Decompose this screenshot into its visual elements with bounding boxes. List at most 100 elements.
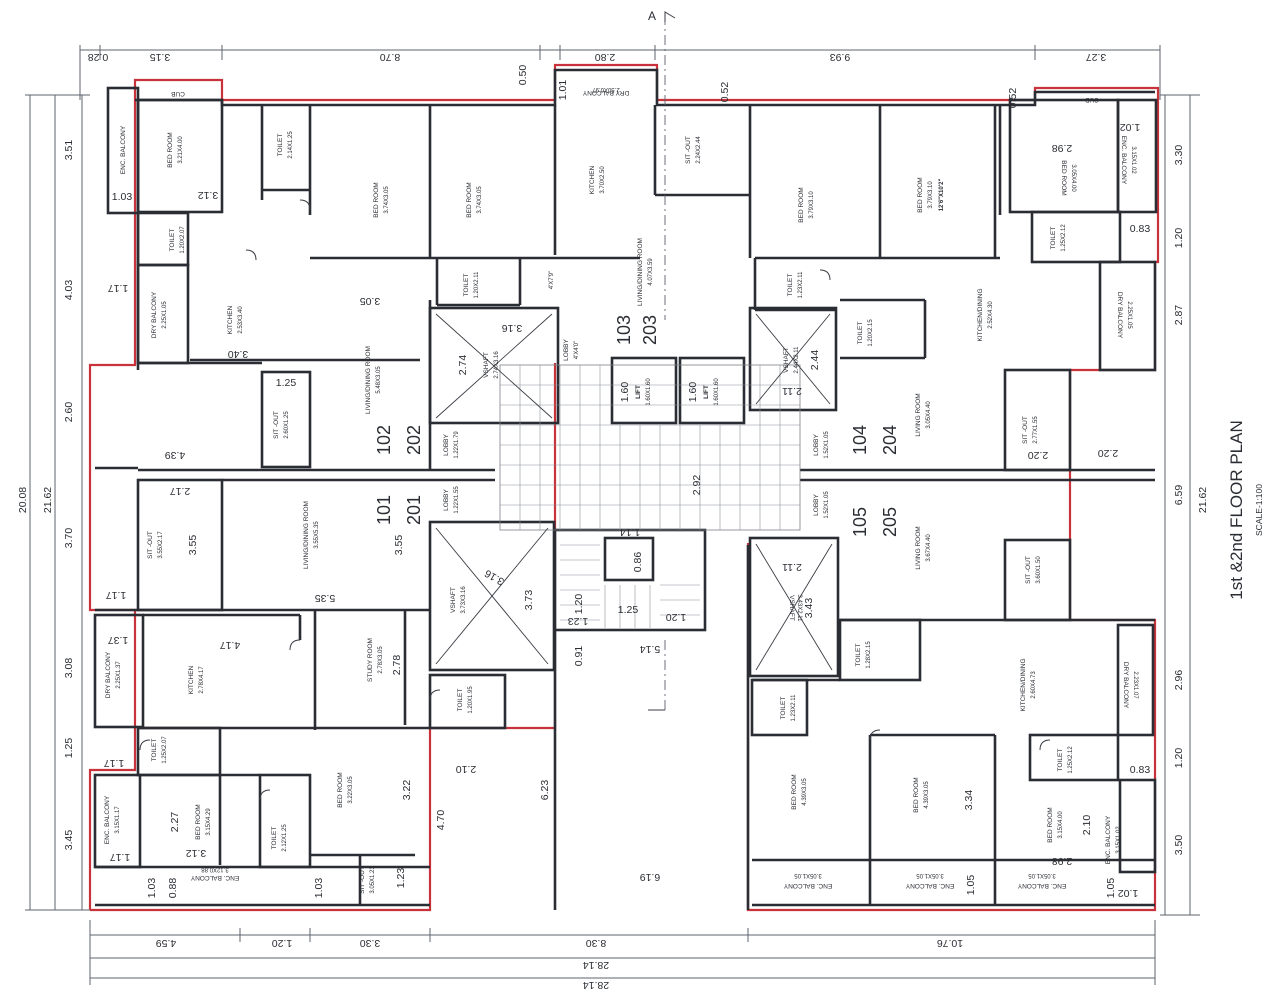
room-label: DRY BALCONY bbox=[105, 651, 112, 698]
dim-inner: 1.02 bbox=[1118, 887, 1139, 899]
dim-inner: 0.86 bbox=[632, 552, 644, 573]
dim-inner: 1.20 bbox=[573, 594, 585, 615]
dim-inner: 2.17 bbox=[170, 485, 191, 497]
dim-top: 0.28 bbox=[88, 51, 109, 63]
dim-left: 1.25 bbox=[63, 738, 75, 759]
room-size: 3.22X3.05 bbox=[348, 776, 354, 804]
dim-right: 1.20 bbox=[1173, 228, 1185, 249]
room-size: 2.78X4.17 bbox=[199, 666, 205, 694]
dim-inner: 6.23 bbox=[539, 780, 551, 801]
room-label: LIVING/DINING ROOM bbox=[303, 501, 310, 569]
room-label: BED ROOM bbox=[913, 777, 920, 812]
room-size: 2.23X1.07 bbox=[1132, 671, 1138, 699]
dim-left: 3.08 bbox=[63, 658, 75, 679]
dim-right: 2.87 bbox=[1173, 305, 1185, 326]
dim-top: 2.80 bbox=[595, 51, 616, 63]
room-size: 2.12X1.25 bbox=[282, 824, 288, 852]
room-size: 3.05X4.00 bbox=[1070, 164, 1076, 192]
dim-inner: 6.19 bbox=[640, 871, 661, 883]
room-label: VSHAFT bbox=[483, 352, 490, 378]
room-size: 1.28X2.15 bbox=[866, 641, 872, 669]
unit-205: 205 bbox=[880, 507, 900, 537]
room-label: TOILET bbox=[169, 229, 176, 252]
room-label: TOILET bbox=[1050, 227, 1057, 250]
room-size: 1.25X2.12 bbox=[1061, 224, 1067, 252]
dim-inner: 1.17 bbox=[108, 282, 129, 294]
room-size: 3.74X3.05 bbox=[477, 186, 483, 214]
dim-top: 3.27 bbox=[1086, 51, 1107, 63]
room-label: TOILET bbox=[457, 689, 464, 712]
room-label: KITCHEN bbox=[227, 305, 234, 334]
room-size: 3.74X3.05 bbox=[384, 186, 390, 214]
room-size: 3.55X5.35 bbox=[314, 521, 320, 549]
dim-inner: 1.60 bbox=[687, 382, 699, 403]
room-label: ENC. BALCONY bbox=[783, 882, 832, 889]
dim-left: 3.70 bbox=[63, 528, 75, 549]
room-size: 2.44X2.11 bbox=[794, 346, 800, 374]
room-label: DRY BALCONY bbox=[1122, 662, 1129, 709]
room-size: 3.55X2.17 bbox=[158, 531, 164, 559]
room-label: TOILET bbox=[787, 274, 794, 297]
room-label: BED ROOM bbox=[373, 182, 380, 217]
room-size: 1.20X2.11 bbox=[474, 271, 480, 299]
dim-inner: 0.91 bbox=[573, 646, 585, 667]
room-label: LOBBY bbox=[813, 434, 820, 456]
dim-inner: 1.25 bbox=[276, 377, 297, 389]
room-label: ENC. BALCONY bbox=[190, 874, 239, 881]
room-size: 1.20X2.15 bbox=[868, 319, 874, 347]
room-label: SIT -OUT bbox=[1022, 416, 1029, 444]
dim-inner: 3.05 bbox=[360, 295, 381, 307]
room-size: 2.53X3.40 bbox=[238, 306, 244, 334]
room-size: 4.39X3.05 bbox=[924, 781, 930, 809]
shaft-crosses bbox=[435, 313, 833, 671]
unit-201: 201 bbox=[404, 495, 424, 525]
room-size: 3.15X4.29 bbox=[206, 808, 212, 836]
dim-right: 2.20 bbox=[1098, 447, 1119, 459]
dim-bottom: 28.14 bbox=[583, 959, 609, 971]
room-note: 4'X7'9" bbox=[549, 271, 555, 289]
room-size: 3.05X1.23 bbox=[370, 866, 376, 894]
room-label: LOBBY bbox=[563, 339, 570, 361]
dim-inner: 5.35 bbox=[315, 592, 336, 604]
unit-101: 101 bbox=[374, 495, 394, 525]
room-label: LIVING/DINING ROOM bbox=[637, 238, 644, 306]
room-label: TOILET bbox=[1057, 749, 1064, 772]
room-size: 2.60X4.73 bbox=[1031, 671, 1037, 699]
room-label: BED ROOM bbox=[167, 132, 174, 167]
dim-top: 0.50 bbox=[517, 65, 529, 86]
room-size: 1.25X2.12 bbox=[1068, 746, 1074, 774]
dimension-values: 0.28 3.15 8.70 0.50 2.80 1.01 0.52 9.93 … bbox=[17, 51, 1209, 991]
room-label: STUDY ROOM bbox=[367, 638, 374, 682]
room-label: ENC. BALCONY bbox=[120, 125, 127, 174]
dim-right: 21.62 bbox=[1197, 487, 1209, 513]
room-label: LOBBY bbox=[443, 489, 450, 511]
dim-left: 4.03 bbox=[63, 280, 75, 301]
room-size: 2.25X1.37 bbox=[116, 661, 122, 689]
room-label: BED ROOM bbox=[1047, 807, 1054, 842]
room-label: BED ROOM bbox=[466, 182, 473, 217]
dim-inner: 1.03 bbox=[313, 878, 325, 899]
section-mark: A bbox=[648, 9, 656, 23]
dim-inner: 1.05 bbox=[965, 875, 977, 896]
room-size: 2.25X1.05 bbox=[1126, 301, 1132, 329]
room-size: 1.23X2.11 bbox=[798, 271, 804, 299]
room-size: 5.48X3.05 bbox=[376, 366, 382, 394]
room-label: TOILET bbox=[857, 322, 864, 345]
room-size: 1.52X1.05 bbox=[824, 491, 830, 519]
dim-inner: 1.17 bbox=[110, 851, 131, 863]
room-label: ENC. BALCONY bbox=[1017, 882, 1066, 889]
room-size: 3.05X1.05 bbox=[1028, 872, 1056, 878]
dimension-lines bbox=[25, 45, 1200, 985]
room-label: BED ROOM bbox=[195, 804, 202, 839]
dim-inner: 4.17 bbox=[220, 639, 241, 651]
room-label: TOILET bbox=[151, 739, 158, 762]
room-label: LIFT bbox=[703, 385, 710, 399]
room-size: 1.22X1.55 bbox=[454, 486, 460, 514]
room-size: 3.15X4.00 bbox=[1058, 811, 1064, 839]
room-label: VSHAFT bbox=[450, 587, 457, 613]
room-size: 3.79X3.10 bbox=[809, 191, 815, 219]
dim-inner: 1.37 bbox=[108, 634, 129, 646]
red-boundary-lines bbox=[88, 63, 1160, 912]
room-label: DRY BALCONY bbox=[151, 291, 158, 338]
